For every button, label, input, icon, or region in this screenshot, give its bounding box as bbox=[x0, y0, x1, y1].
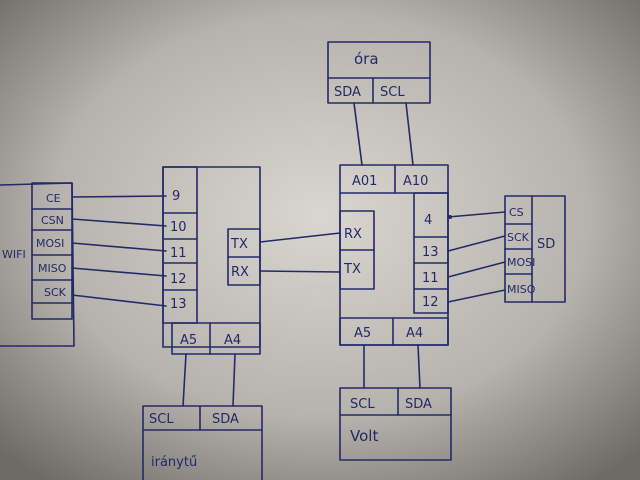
sd-pin-mosi: MOSI bbox=[507, 256, 535, 269]
right-pin-11: 11 bbox=[422, 271, 439, 286]
wifi-wires bbox=[71, 195, 167, 307]
wifi-pin-miso: MISO bbox=[38, 262, 67, 275]
left-pin-9: 9 bbox=[172, 189, 180, 204]
volt-pin-sda: SDA bbox=[405, 397, 432, 412]
right-board: A01 A10 RX TX 4 13 11 12 A5 A4 bbox=[339, 164, 449, 346]
left-bottom-a4: A4 bbox=[224, 333, 241, 348]
compass-pin-sda: SDA bbox=[212, 412, 239, 427]
sd-pin-miso: MISO bbox=[507, 283, 536, 296]
volt-label: Volt bbox=[350, 427, 378, 445]
wifi-module: WIFI CE CSN MOSI MISO SCK bbox=[0, 182, 75, 347]
left-bottom-a5: A5 bbox=[180, 333, 197, 348]
left-bottom-block bbox=[171, 322, 261, 355]
compass-pin-scl: SCL bbox=[149, 412, 174, 427]
sd-module: CS SCK MOSI MISO SD bbox=[504, 195, 566, 303]
left-serial-rx: RX bbox=[231, 265, 249, 280]
left-pin-10: 10 bbox=[170, 220, 187, 235]
right-top-a01: A01 bbox=[352, 174, 377, 189]
compass-outline bbox=[142, 405, 263, 480]
left-pin-12: 12 bbox=[170, 272, 187, 287]
volt-outline bbox=[339, 387, 452, 461]
clock-pin-sda: SDA bbox=[334, 85, 361, 100]
wifi-pin-sck: SCK bbox=[44, 286, 67, 299]
right-serial-rx: RX bbox=[344, 227, 362, 242]
right-serial-tx: TX bbox=[343, 262, 361, 277]
right-bottom-a5: A5 bbox=[354, 326, 371, 341]
right-bottom-a4: A4 bbox=[406, 326, 423, 341]
left-board: 9 10 11 12 13 TX RX A5 A4 bbox=[162, 166, 261, 355]
left-serial-tx: TX bbox=[230, 237, 248, 252]
volt-wires bbox=[363, 344, 421, 389]
serial-wires bbox=[259, 232, 341, 273]
sd-pin-sck: SCK bbox=[507, 231, 530, 244]
wifi-label: WIFI bbox=[2, 248, 26, 261]
right-bottom-block bbox=[339, 317, 449, 346]
compass-module: SCL SDA iránytű bbox=[142, 405, 263, 480]
right-pin-13: 13 bbox=[422, 245, 439, 260]
wifi-pin-ce: CE bbox=[46, 192, 61, 205]
right-pin-block bbox=[413, 192, 449, 314]
clock-module: óra SDA SCL bbox=[327, 41, 431, 104]
left-pin-13: 13 bbox=[170, 297, 187, 312]
volt-pin-scl: SCL bbox=[350, 397, 375, 412]
clock-label: óra bbox=[354, 50, 379, 68]
right-top-a10: A10 bbox=[403, 174, 428, 189]
wifi-pin-csn: CSN bbox=[41, 214, 64, 227]
wifi-pin-mosi: MOSI bbox=[36, 237, 64, 250]
sd-pin-cs: CS bbox=[509, 206, 524, 219]
clock-outline bbox=[327, 41, 431, 104]
right-pin-12: 12 bbox=[422, 295, 439, 310]
compass-wires bbox=[182, 353, 236, 407]
volt-module: SCL SDA Volt bbox=[339, 387, 452, 461]
left-pin-11: 11 bbox=[170, 246, 187, 261]
wifi-outline bbox=[0, 182, 75, 347]
sd-wires bbox=[447, 211, 506, 303]
right-pin-4: 4 bbox=[424, 213, 432, 228]
clock-wires bbox=[353, 102, 414, 166]
sd-label: SD bbox=[537, 237, 555, 252]
clock-pin-scl: SCL bbox=[380, 85, 405, 100]
compass-label: iránytű bbox=[151, 455, 197, 470]
wifi-pin-block bbox=[31, 182, 73, 320]
